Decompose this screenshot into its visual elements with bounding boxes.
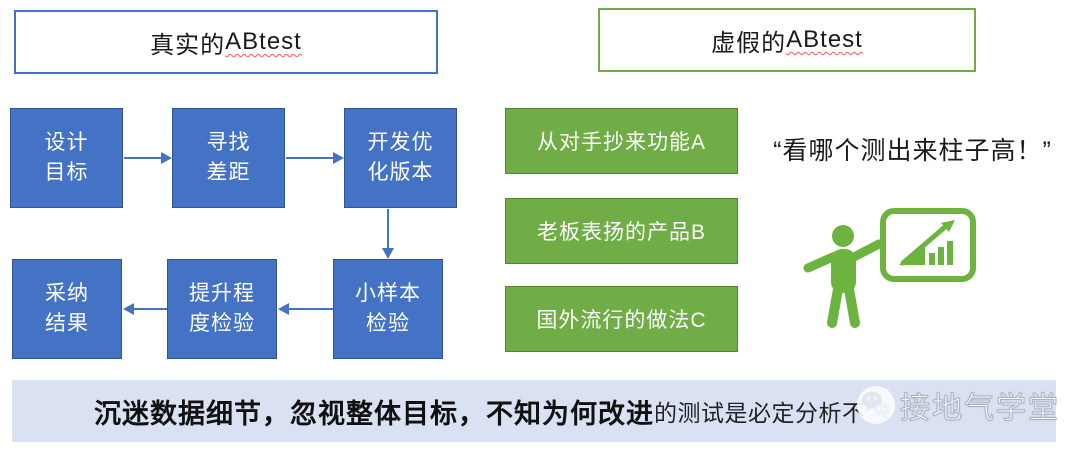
step-text: 结果 <box>45 312 89 335</box>
caption-bold-text: 沉迷数据细节，忽视整体目标，不知为何改进 <box>94 398 654 429</box>
step-text: 提升程 <box>189 282 255 305</box>
fake-item-text: 从对手抄来功能A <box>536 131 706 154</box>
fake-item-boss-praised: 老板表扬的产品B <box>505 198 738 264</box>
step-text: 差距 <box>206 161 251 184</box>
step-text: 采纳 <box>45 282 89 305</box>
caption-regular-text: 的测试是必定分析不 <box>654 400 866 426</box>
step-text: 检验 <box>366 312 410 335</box>
real-abtest-title-en: ABtest <box>225 28 302 55</box>
wechat-icon <box>857 386 895 424</box>
fake-abtest-title-en: ABtest <box>786 26 863 53</box>
fake-item-text: 国外流行的做法C <box>536 309 707 332</box>
fake-item-foreign-trend: 国外流行的做法C <box>505 286 738 352</box>
fake-quote-text: “看哪个测出来柱子高！” <box>773 137 1052 165</box>
real-abtest-title-prefix: 真实的 <box>150 31 226 59</box>
step-text: 寻找 <box>206 131 251 154</box>
growth-chart-board-icon <box>880 208 976 282</box>
step-text: 开发优 <box>367 131 434 154</box>
fake-abtest-title-prefix: 虚假的 <box>711 29 787 57</box>
step-box-lift-check: 提升程 度检验 <box>167 259 277 359</box>
step-text: 度检验 <box>189 312 255 335</box>
step-box-develop-version: 开发优 化版本 <box>344 108 457 208</box>
fake-item-text: 老板表扬的产品B <box>536 221 706 244</box>
watermark-text: 接地气学堂 <box>900 392 1060 426</box>
step-box-small-sample-test: 小样本 检验 <box>333 259 443 359</box>
step-box-design-goal: 设计 目标 <box>10 108 123 208</box>
step-text: 目标 <box>44 161 89 184</box>
step-box-find-gap: 寻找 差距 <box>172 108 285 208</box>
step-text: 小样本 <box>355 282 421 305</box>
step-box-adopt-result: 采纳 结果 <box>12 259 122 359</box>
watermark: 接地气学堂 <box>856 381 1060 429</box>
step-text: 化版本 <box>367 161 434 184</box>
fake-item-copy-competitor: 从对手抄来功能A <box>505 108 738 174</box>
presenter-icon <box>803 208 976 328</box>
step-text: 设计 <box>44 131 89 154</box>
